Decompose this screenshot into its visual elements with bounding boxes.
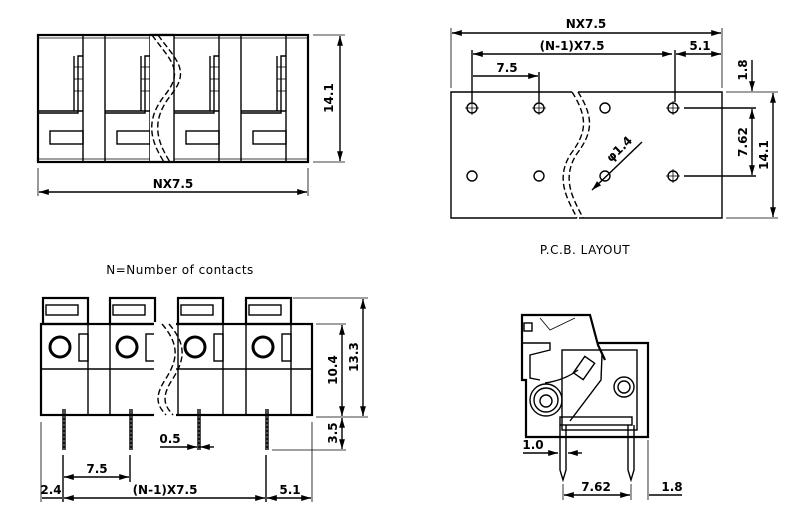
pcb-edge-label: 5.1	[689, 39, 710, 53]
pcb-top-offset-label: 1.8	[736, 59, 750, 80]
pcb-total-label: NX7.5	[566, 17, 607, 31]
pcb-pitch-span-label: (N-1)X7.5	[540, 39, 605, 53]
left-edge-label: 2.4	[40, 483, 61, 497]
front-height-label: 13.3	[347, 342, 361, 372]
pcb-holes	[465, 101, 680, 183]
top-height-label: 14.1	[322, 83, 336, 113]
right-edge-label: 5.1	[279, 483, 300, 497]
top-view: 14.1 NX7.5	[36, 33, 345, 196]
pcb-layout: φ1.4 NX7.5 (N-1)X7.5 5.1 7.5 1.8 7.62 14…	[450, 17, 778, 257]
body-height-label: 10.4	[326, 355, 340, 385]
front-view: N=Number of contacts 13.3 10.4 3.5 0.5	[39, 263, 368, 502]
pcb-height-label: 14.1	[757, 140, 771, 170]
side-view: 1.0 7.62 1.8	[520, 313, 683, 500]
hole-diameter-label: φ1.4	[603, 133, 635, 164]
contacts-note: N=Number of contacts	[106, 263, 254, 277]
pcb-layout-title: P.C.B. LAYOUT	[540, 243, 630, 257]
top-width-label: NX7.5	[153, 177, 194, 191]
front-pitch-label: 7.5	[86, 462, 107, 476]
pcb-pitch-label: 7.5	[496, 61, 517, 75]
front-pitch-span-label: (N-1)X7.5	[133, 483, 198, 497]
side-row-spacing-label: 7.62	[581, 480, 611, 494]
pin-width-label: 0.5	[159, 432, 180, 446]
pcb-row-spacing-label: 7.62	[736, 127, 750, 157]
pin-length-label: 3.5	[326, 422, 340, 443]
side-edge-label: 1.8	[661, 480, 682, 494]
side-pin-width-label: 1.0	[522, 438, 543, 452]
